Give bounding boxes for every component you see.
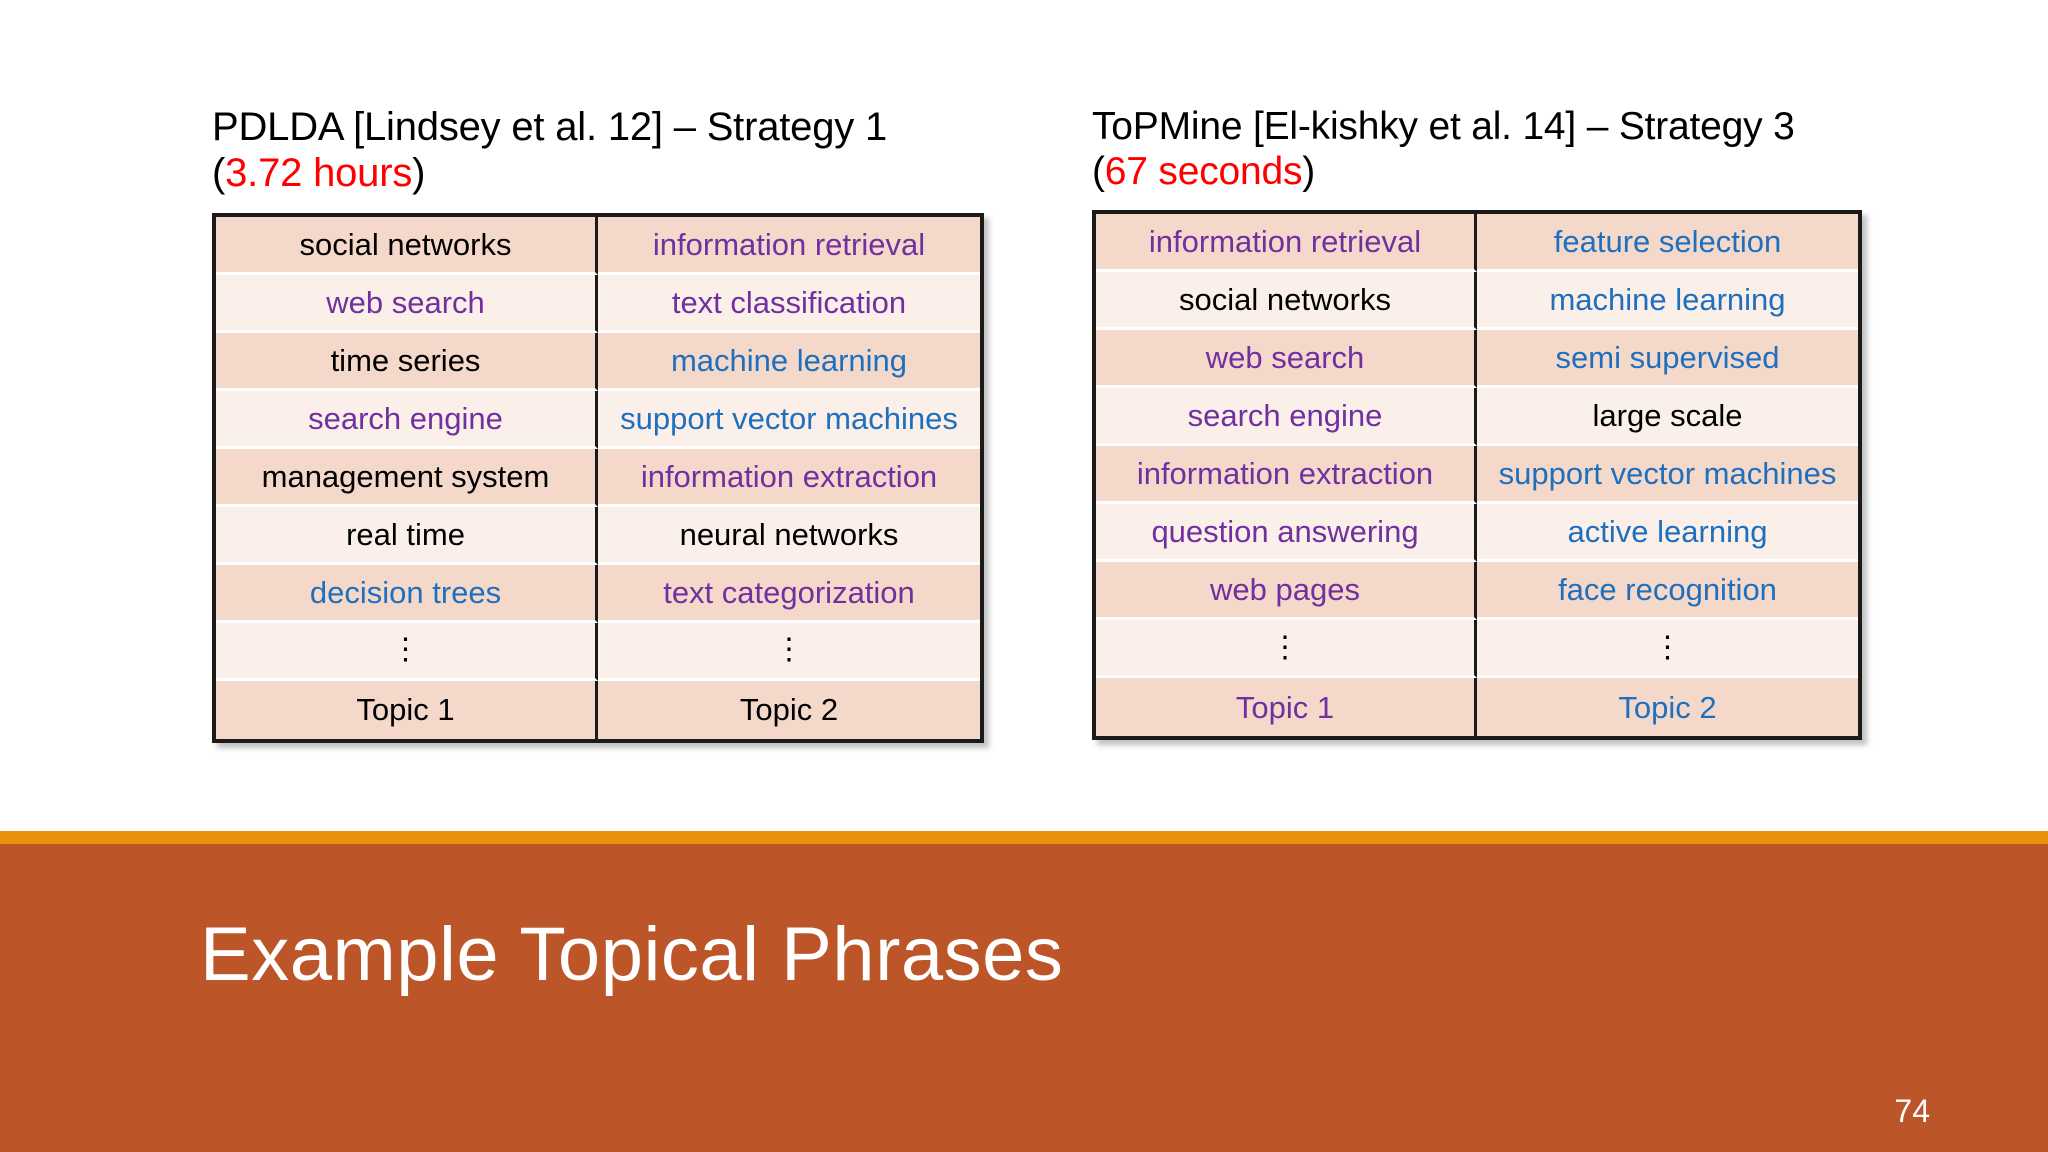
phrase-cell-topic1: information retrieval — [1096, 214, 1477, 273]
phrase-cell-topic2: active learning — [1477, 504, 1858, 563]
panel-title-pdlda: PDLDA [Lindsey et al. 12] – Strategy 1 (… — [212, 104, 1002, 197]
table-row: ⋮⋮ — [216, 622, 980, 681]
phrase-cell-topic2: ⋮ — [598, 622, 980, 681]
paren-close: ) — [1302, 150, 1316, 194]
panel-topmine: ToPMine [El-kishky et al. 14] – Strategy… — [1092, 104, 1882, 741]
panel-title-text: ToPMine [El-kishky et al. 14] – Strategy… — [1092, 105, 1795, 148]
phrase-cell-topic1: web search — [216, 274, 598, 333]
paren-open: ( — [1092, 150, 1105, 194]
phrase-cell-topic1: ⋮ — [216, 622, 598, 681]
runtime-value: 3.72 hours — [225, 151, 413, 196]
panel-pdlda: PDLDA [Lindsey et al. 12] – Strategy 1 (… — [212, 104, 1002, 743]
phrase-cell-topic2: ⋮ — [1477, 620, 1858, 679]
phrase-cell-topic1: ⋮ — [1096, 620, 1477, 679]
phrase-cell-topic1: search engine — [216, 390, 598, 449]
phrase-cell-topic1: social networks — [1096, 272, 1477, 331]
phrase-cell-topic2: large scale — [1477, 388, 1858, 447]
phrase-cell-topic2: support vector machines — [1477, 446, 1858, 505]
paren-open: ( — [212, 151, 226, 196]
phrase-cell-topic2: machine learning — [598, 332, 980, 391]
topic-label-1: Topic 1 — [1096, 678, 1477, 737]
topic-label-2: Topic 2 — [598, 680, 980, 739]
phrase-cell-topic2: text classification — [598, 274, 980, 333]
title-banner: Example Topical Phrases 74 — [0, 831, 2048, 1152]
phrase-cell-topic1: decision trees — [216, 564, 598, 623]
phrase-cell-topic1: web pages — [1096, 562, 1477, 621]
phrase-cell-topic2: neural networks — [598, 506, 980, 565]
phrase-cell-topic2: semi supervised — [1477, 330, 1858, 389]
phrase-cell-topic1: social networks — [216, 216, 598, 275]
page-number: 74 — [1894, 1093, 1930, 1129]
panel-title-topmine: ToPMine [El-kishky et al. 14] – Strategy… — [1092, 104, 1882, 194]
phrase-cell-topic2: machine learning — [1477, 272, 1858, 331]
phrase-cell-topic2: information retrieval — [598, 216, 980, 275]
panel-title-text: PDLDA [Lindsey et al. 12] – Strategy 1 — [212, 105, 888, 149]
slide-title: Example Topical Phrases — [200, 912, 1064, 997]
phrase-cell-topic2: feature selection — [1477, 214, 1858, 273]
phrase-cell-topic2: support vector machines — [598, 390, 980, 449]
phrase-cell-topic2: text categorization — [598, 564, 980, 623]
phrase-cell-topic1: question answering — [1096, 504, 1477, 563]
phrase-cell-topic2: information extraction — [598, 448, 980, 507]
runtime-value: 67 seconds — [1104, 150, 1303, 194]
phrase-cell-topic1: search engine — [1096, 388, 1477, 447]
topic-label-1: Topic 1 — [216, 680, 598, 739]
paren-close: ) — [412, 151, 426, 196]
banner-accent-stripe — [0, 831, 2048, 844]
phrase-cell-topic1: web search — [1096, 330, 1477, 389]
phrase-cell-topic1: real time — [216, 506, 598, 565]
phrase-cell-topic2: face recognition — [1477, 562, 1858, 621]
phrase-cell-topic1: management system — [216, 448, 598, 507]
topic-label-2: Topic 2 — [1477, 678, 1858, 737]
phrase-cell-topic1: information extraction — [1096, 446, 1477, 505]
table-row: ⋮⋮ — [1096, 620, 1858, 679]
phrase-cell-topic1: time series — [216, 332, 598, 391]
